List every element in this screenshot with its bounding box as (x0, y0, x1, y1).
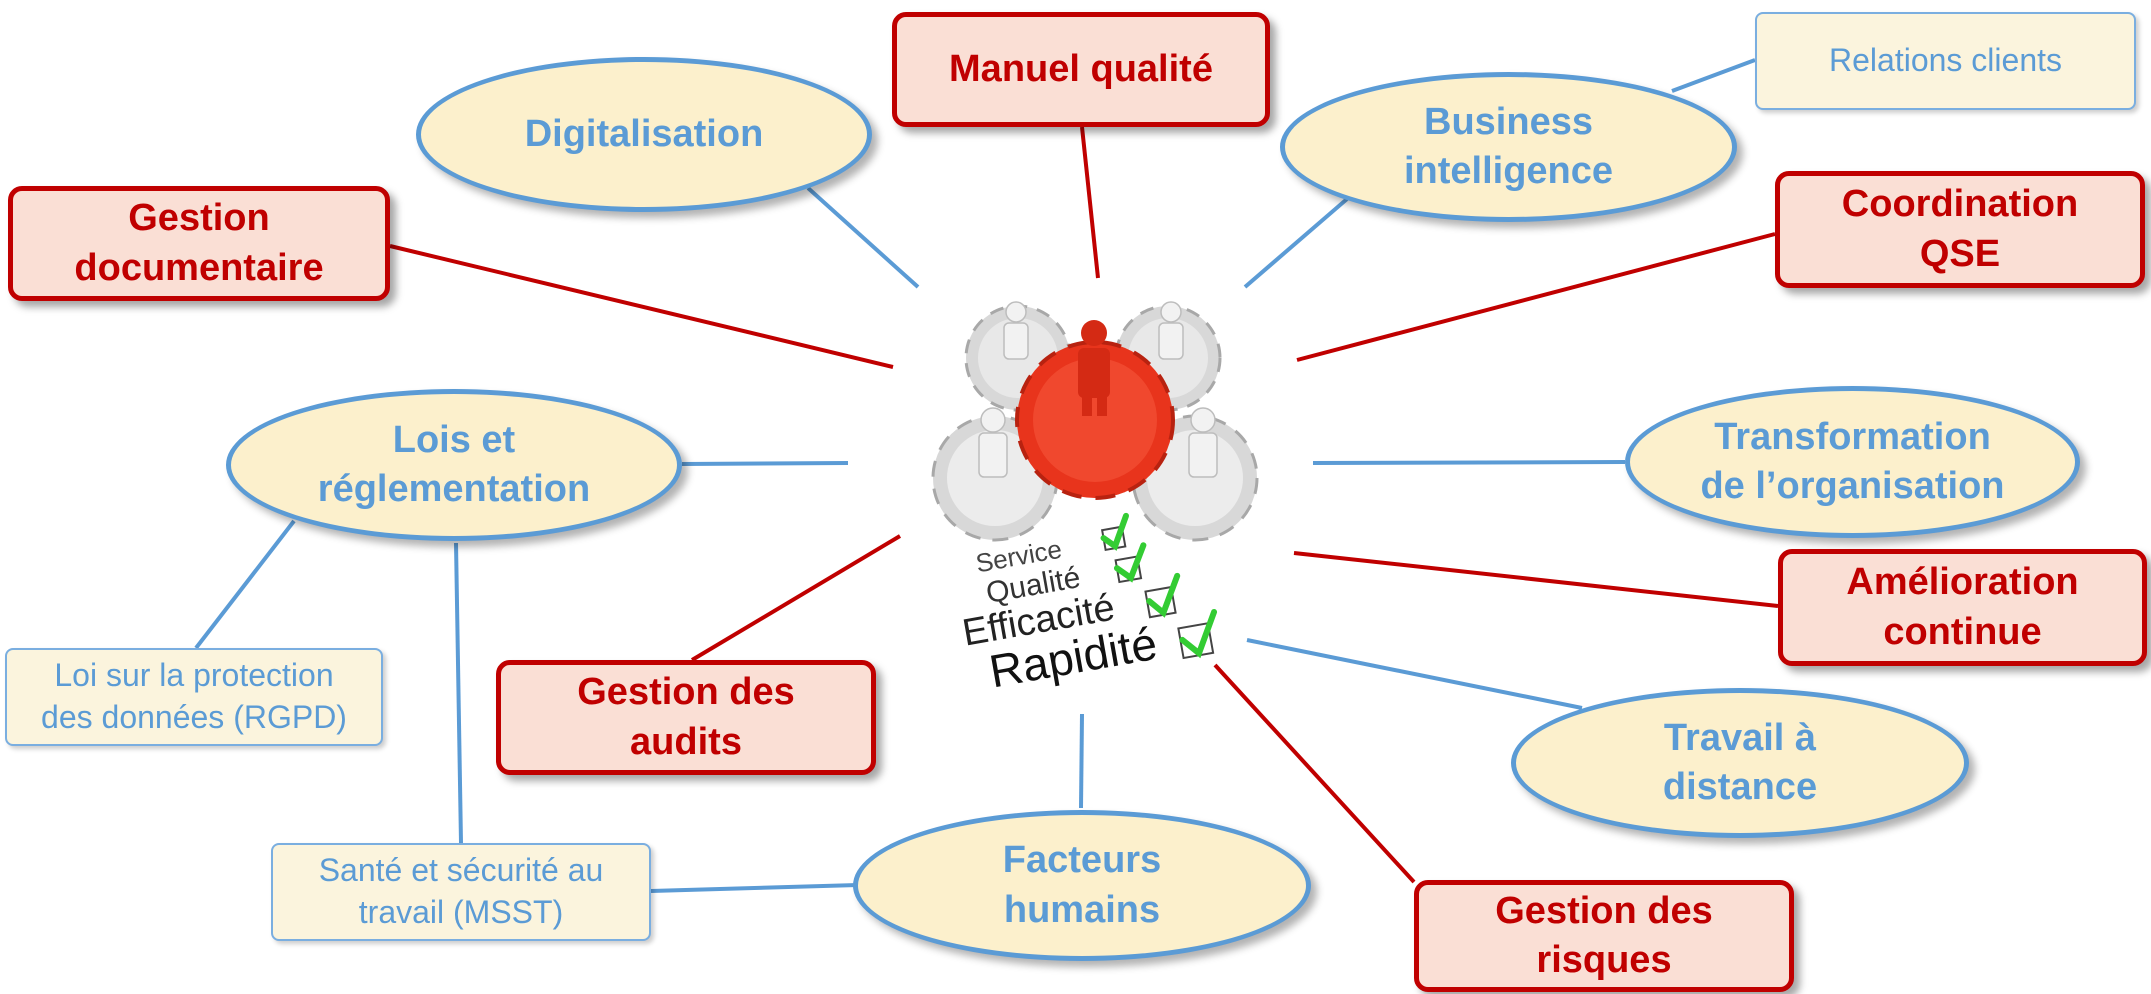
node-manuel-qualite: Manuel qualité (892, 12, 1270, 127)
person-grey-icon (1188, 407, 1218, 478)
line-amelioration (1293, 551, 1779, 608)
person-grey-icon (978, 407, 1008, 478)
line-coordination-qse (1296, 232, 1776, 362)
line-digitalisation (806, 186, 920, 289)
center-illustration: Service Qualité Efficacité Rapidité (931, 301, 1259, 697)
node-facteurs-humains: Facteurs humains (853, 810, 1311, 961)
node-gestion-risques: Gestion des risques (1414, 880, 1794, 992)
line-sante-facteurs (650, 883, 859, 893)
node-lois-reglementation: Lois et réglementation (226, 389, 682, 541)
node-amelioration-continue: Amélioration continue (1778, 549, 2147, 666)
node-transformation: Transformation de l’organisation (1625, 386, 2080, 538)
gear-red-center (1015, 340, 1175, 500)
line-facteurs-humains (1079, 713, 1084, 809)
line-business-intelligence (1243, 197, 1349, 289)
connector-lines (194, 58, 1779, 893)
line-transformation (1312, 460, 1626, 465)
node-business-intelligence: Business intelligence (1280, 72, 1737, 222)
person-grey-icon (1158, 301, 1184, 360)
node-coordination-qse: Coordination QSE (1775, 171, 2145, 288)
checkmark-icon (1100, 512, 1218, 659)
line-lois-reglementation (681, 461, 849, 466)
node-gestion-audits: Gestion des audits (496, 660, 876, 775)
line-travail-distance (1246, 638, 1583, 710)
line-loi-protection (194, 519, 296, 650)
person-red-icon (1078, 320, 1110, 416)
node-relations-clients: Relations clients (1755, 12, 2136, 110)
node-digitalisation: Digitalisation (416, 57, 872, 212)
line-gestion-documentaire (389, 244, 894, 369)
line-gestion-risques (1213, 663, 1416, 884)
person-grey-icon (1003, 301, 1029, 360)
node-gestion-documentaire: Gestion documentaire (8, 186, 390, 301)
line-manuel-qualite (1080, 126, 1100, 279)
node-loi-protection: Loi sur la protection des données (RGPD) (5, 648, 383, 746)
line-sante-securite (454, 542, 463, 844)
line-relations-clients (1671, 58, 1756, 93)
node-travail-distance: Travail à distance (1511, 688, 1969, 838)
line-gestion-audits (690, 534, 902, 662)
node-sante-securite: Santé et sécurité au travail (MSST) (271, 843, 651, 941)
